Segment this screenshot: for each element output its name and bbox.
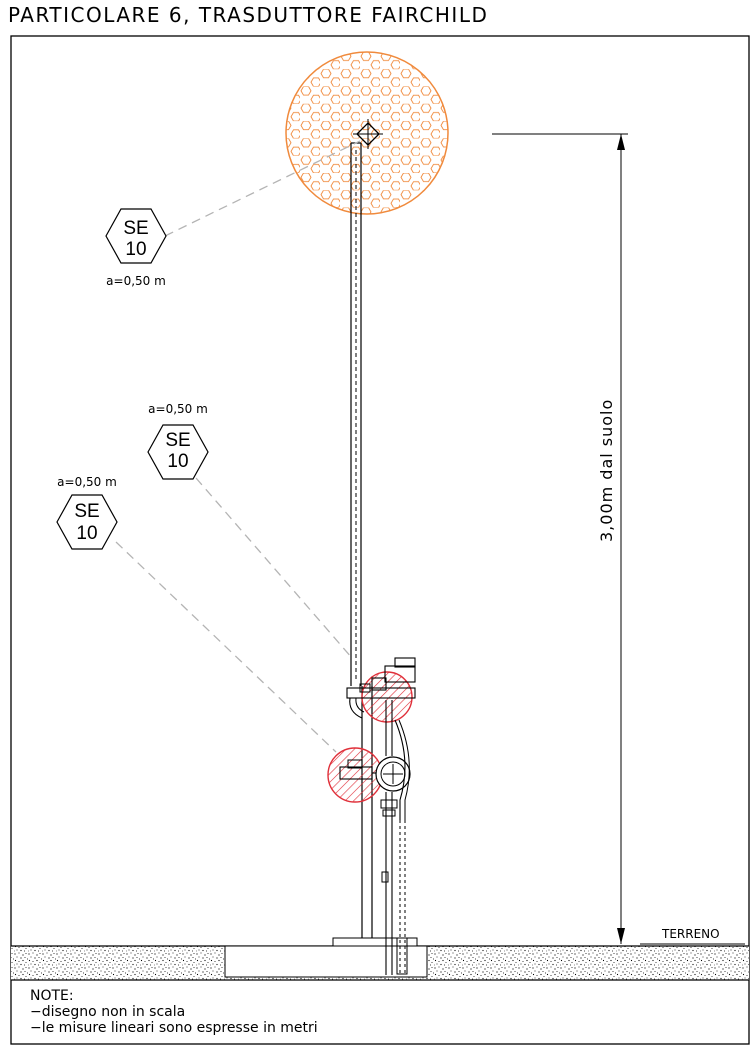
leader-lines	[115, 140, 361, 753]
se-marker-2-number: 10	[167, 451, 188, 472]
se-marker-1-height: a=0,50 m	[106, 274, 166, 288]
notes-line-2: −le misure lineari sono espresse in metr…	[30, 1020, 318, 1036]
se-marker-2-code: SE	[165, 430, 190, 451]
ground-section	[11, 937, 749, 981]
drawing-title: PARTICOLARE 6, TRASDUTTORE FAIRCHILD	[8, 3, 488, 27]
height-dimension-label: 3,00m dal suolo	[597, 399, 616, 542]
se-marker-2: SE 10 a=0,50 m	[147, 402, 209, 480]
drawing-frame	[10, 35, 750, 1045]
height-dimension	[492, 133, 628, 944]
se-marker-2-height: a=0,50 m	[148, 402, 208, 416]
se-marker-3-number: 10	[76, 523, 97, 544]
se-marker-1-code: SE	[123, 218, 148, 239]
foundation-block	[224, 945, 428, 978]
lower-pipework	[327, 700, 411, 975]
notes-heading: NOTE:	[30, 988, 74, 1004]
transducer-icon	[353, 119, 383, 149]
ground-label: TERRENO	[661, 927, 720, 941]
sensor-zone	[285, 51, 449, 215]
se-marker-3-code: SE	[74, 501, 99, 522]
se-marker-3-height: a=0,50 m	[57, 475, 117, 489]
se-marker-1-number: 10	[125, 239, 146, 260]
notes-line-1: −disegno non in scala	[30, 1004, 185, 1020]
se-marker-3: SE 10 a=0,50 m	[56, 475, 118, 550]
upper-equipment	[346, 657, 416, 723]
notes-block: NOTE: −disegno non in scala −le misure l…	[30, 988, 318, 1036]
se-marker-1: SE 10 a=0,50 m	[105, 208, 167, 288]
pole	[350, 142, 373, 938]
